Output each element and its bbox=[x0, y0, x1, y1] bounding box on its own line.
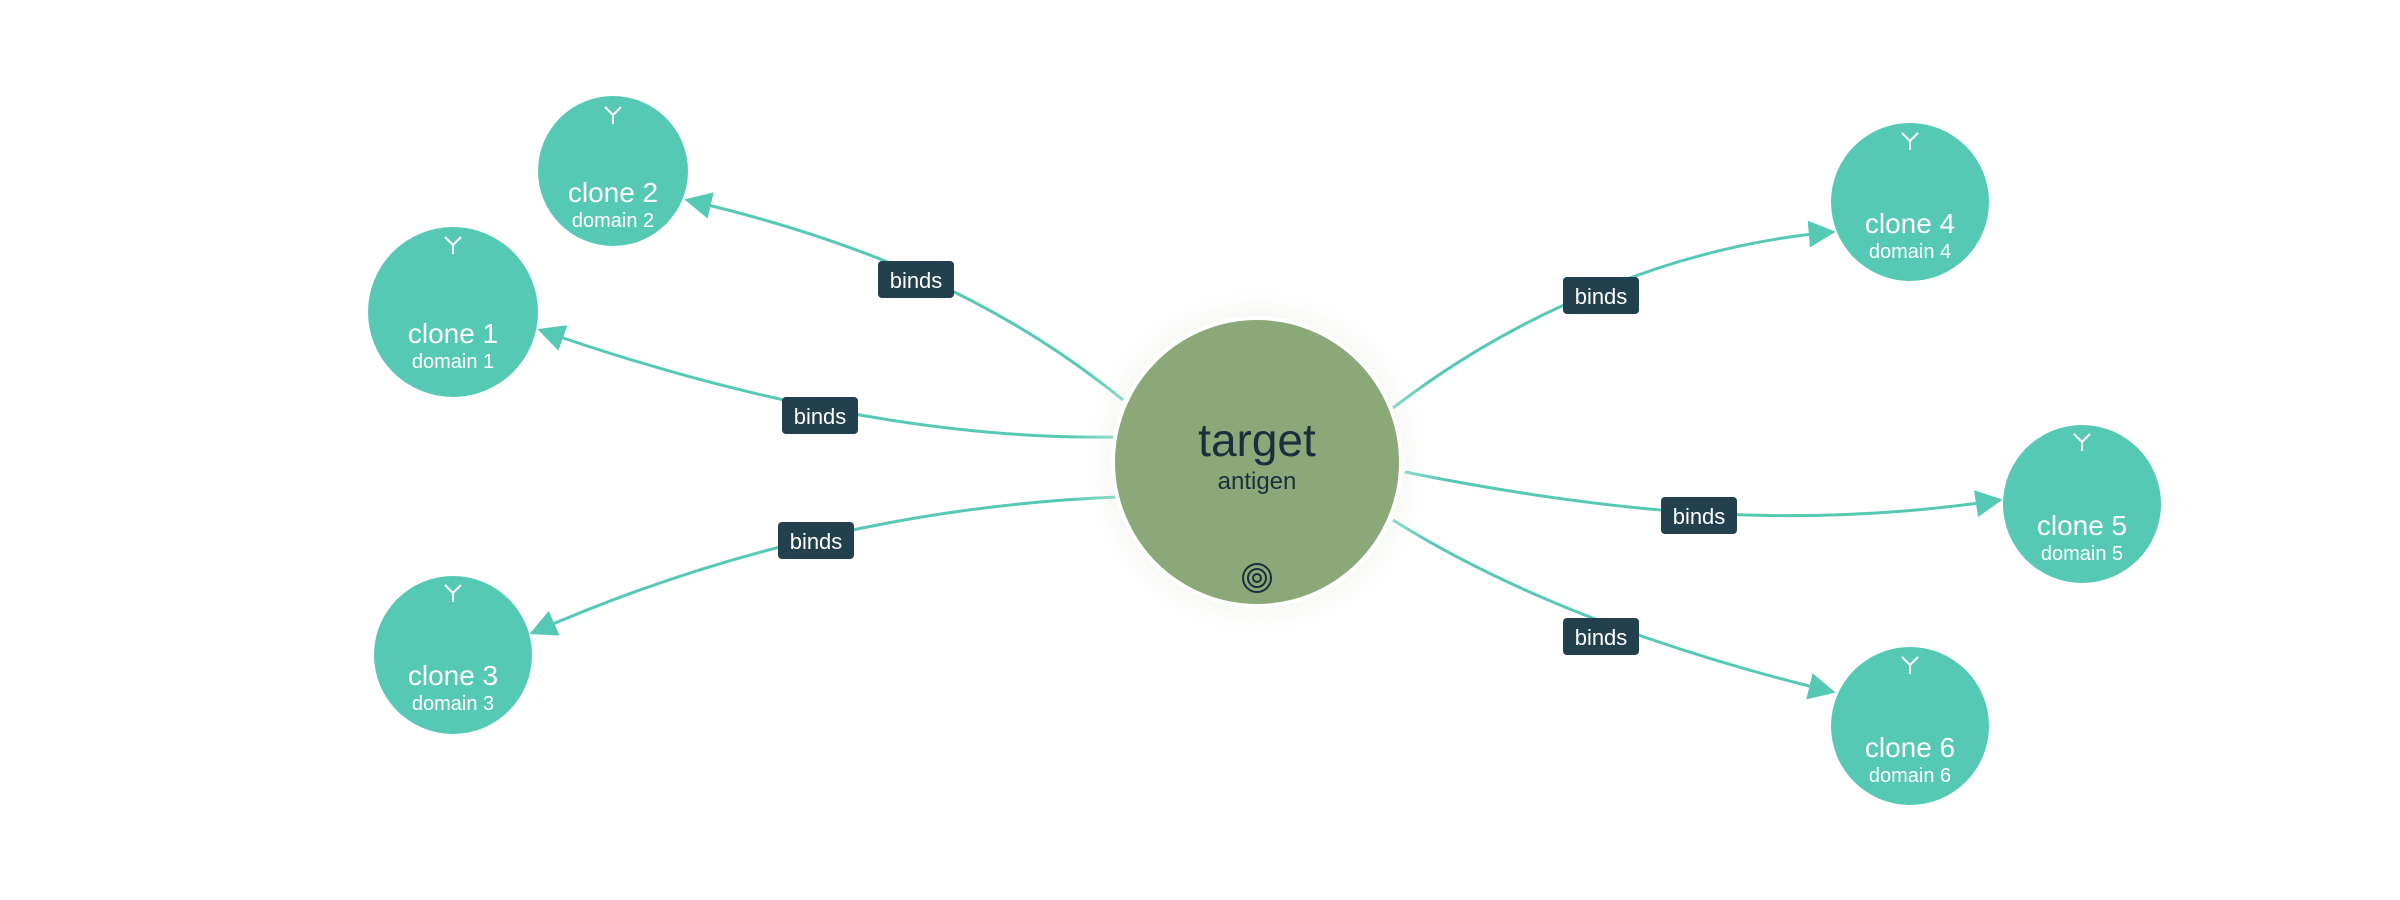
clone-node-2[interactable]: clone 2 domain 2 bbox=[538, 96, 688, 246]
edge-label-clone-6: binds bbox=[1563, 618, 1639, 655]
edge-target-clone-3[interactable] bbox=[529, 495, 1118, 636]
svg-text:binds: binds bbox=[1575, 625, 1628, 650]
target-title: target bbox=[1198, 414, 1316, 466]
clone-subtitle: domain 3 bbox=[412, 693, 494, 715]
clone-subtitle: domain 4 bbox=[1869, 241, 1951, 263]
antibody-icon bbox=[1901, 656, 1919, 674]
antibody-icon bbox=[444, 236, 462, 254]
antibody-icon bbox=[604, 106, 622, 124]
clone-title: clone 1 bbox=[408, 318, 498, 349]
edge-label-clone-4: binds bbox=[1563, 277, 1639, 314]
target-icon bbox=[1242, 563, 1272, 593]
edge-label-clone-2: binds bbox=[878, 261, 954, 298]
clone-node-4[interactable]: clone 4 domain 4 bbox=[1831, 123, 1989, 281]
edge-label-clone-1: binds bbox=[782, 397, 858, 434]
target-circle[interactable] bbox=[1111, 316, 1403, 608]
antibody-icon bbox=[1901, 132, 1919, 150]
svg-text:binds: binds bbox=[1575, 284, 1628, 309]
edge-label-clone-5: binds bbox=[1661, 497, 1737, 534]
clone-subtitle: domain 1 bbox=[412, 351, 494, 373]
clone-circle[interactable] bbox=[368, 227, 538, 397]
clone-node-5[interactable]: clone 5 domain 5 bbox=[2003, 425, 2161, 583]
clone-circle[interactable] bbox=[1831, 123, 1989, 281]
svg-text:binds: binds bbox=[1673, 504, 1726, 529]
clone-circle[interactable] bbox=[1831, 647, 1989, 805]
edge-labels: binds binds binds binds binds binds bbox=[778, 261, 1737, 655]
clone-node-6[interactable]: clone 6 domain 6 bbox=[1831, 647, 1989, 805]
edge-target-clone-6[interactable] bbox=[1392, 518, 1836, 700]
clone-subtitle: domain 5 bbox=[2041, 543, 2123, 565]
clone-node-3[interactable]: clone 3 domain 3 bbox=[374, 576, 532, 734]
clone-subtitle: domain 6 bbox=[1869, 765, 1951, 787]
target-node[interactable]: target antigen bbox=[1067, 272, 1447, 652]
clone-node-1[interactable]: clone 1 domain 1 bbox=[368, 227, 538, 397]
antibody-icon bbox=[2073, 433, 2091, 451]
edge-target-clone-4[interactable] bbox=[1392, 220, 1836, 410]
edge-label-clone-3: binds bbox=[778, 522, 854, 559]
clone-title: clone 3 bbox=[408, 660, 498, 691]
clone-title: clone 6 bbox=[1865, 732, 1955, 763]
clone-title: clone 2 bbox=[568, 177, 658, 208]
svg-text:binds: binds bbox=[890, 268, 943, 293]
clone-subtitle: domain 2 bbox=[572, 210, 654, 232]
edge-target-clone-2[interactable] bbox=[684, 192, 1124, 402]
svg-text:binds: binds bbox=[794, 404, 847, 429]
clone-circle[interactable] bbox=[2003, 425, 2161, 583]
clone-circle[interactable] bbox=[374, 576, 532, 734]
clone-title: clone 4 bbox=[1865, 208, 1955, 239]
clone-title: clone 5 bbox=[2037, 510, 2127, 541]
clone-circle[interactable] bbox=[538, 96, 688, 246]
antibody-icon bbox=[444, 584, 462, 602]
svg-text:binds: binds bbox=[790, 529, 843, 554]
target-subtitle: antigen bbox=[1218, 468, 1297, 495]
